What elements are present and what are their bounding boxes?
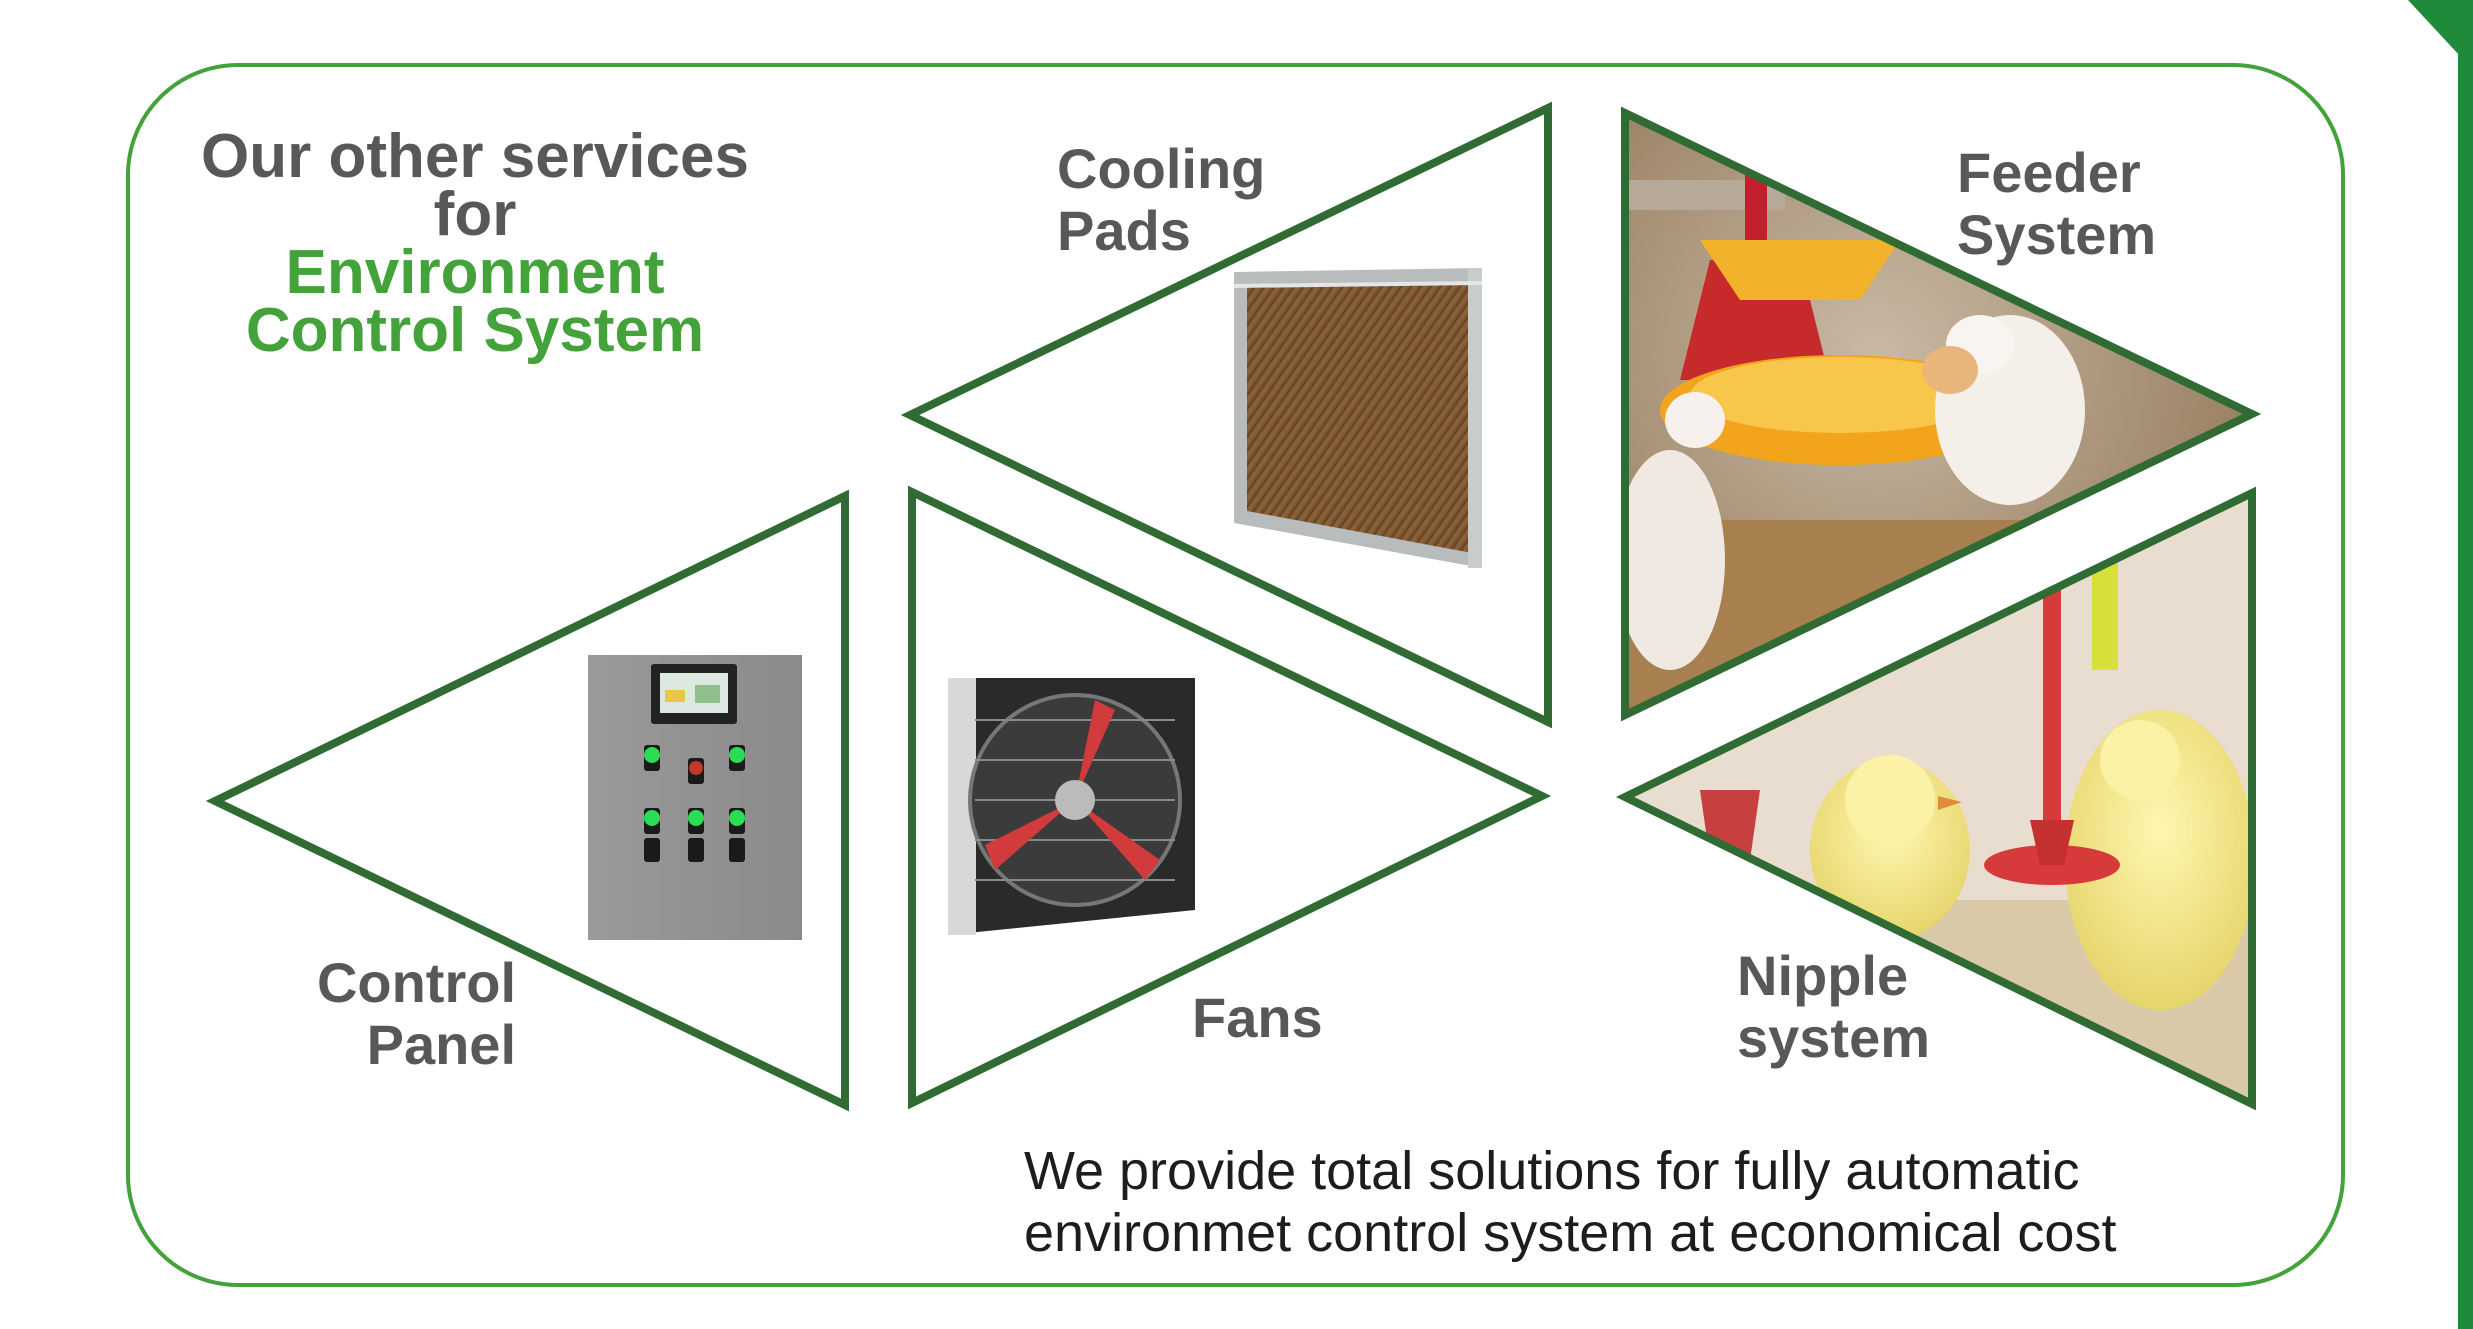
fan-image [948, 678, 1195, 935]
right-edge-bar [2458, 40, 2473, 1329]
control-panel-label: Control Panel [300, 952, 516, 1076]
fans-label: Fans [1192, 987, 1323, 1049]
fans-tile [908, 485, 1552, 1110]
tagline-line-2: environmet control system at economical … [1024, 1203, 2117, 1263]
feeder-system-label-line-2: System [1957, 203, 2157, 266]
cooling-pads-label: Cooling Pads [1057, 138, 1265, 262]
heading-line-4: Control System [245, 296, 705, 365]
tagline: We provide total solutions for fully aut… [1024, 1140, 2116, 1264]
tagline-line-1: We provide total solutions for fully aut… [1024, 1141, 2080, 1201]
heading-line-2: for [433, 180, 517, 249]
rounded-frame [126, 63, 2345, 1287]
fans-label-line-1: Fans [1192, 986, 1323, 1049]
cooling-pads-label-line-2: Pads [1057, 199, 1191, 262]
cooling-pads-tile [900, 101, 1552, 729]
control-panel-tile [205, 489, 849, 1112]
heading-line-3: Environment [285, 238, 665, 307]
cooling-pads-label-line-1: Cooling [1057, 137, 1266, 200]
control-panel-image [588, 655, 802, 940]
nipple-system-label-line-1: Nipple [1737, 944, 1909, 1007]
nipple-system-label-line-2: system [1737, 1006, 1931, 1069]
nipple-system-label: Nipple system [1737, 945, 1930, 1069]
corner-accent [2408, 0, 2473, 70]
cooling-pad-image [1233, 268, 1483, 568]
control-panel-label-line-2: Panel [366, 1013, 516, 1076]
control-panel-label-line-1: Control [316, 951, 516, 1014]
feeder-system-label: Feeder System [1957, 142, 2156, 266]
heading-line-1: Our other services [201, 122, 749, 191]
feeder-system-label-line-1: Feeder [1957, 141, 2141, 204]
section-heading: Our other services for Environment Contr… [140, 122, 810, 365]
